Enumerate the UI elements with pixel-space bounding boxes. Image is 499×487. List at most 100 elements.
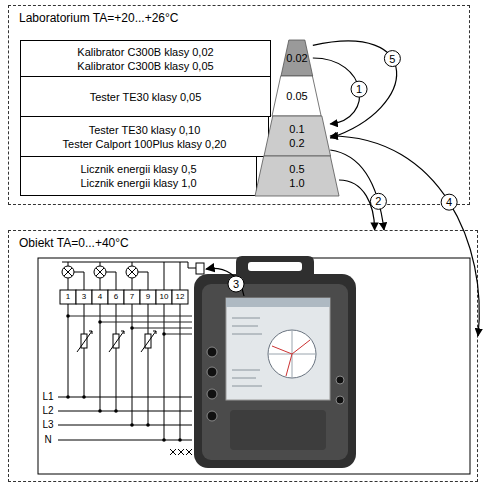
standard-row: Tester TE30 klasy 0,10Tester Calport 100… [20, 116, 269, 157]
tier-text-holder: 0.10.2 [264, 116, 331, 156]
junction-dot [66, 395, 70, 399]
phase-label: L1 [42, 392, 53, 402]
laboratory-zone: Laboratorium TA=+20...+26°C Kalibrator C3… [8, 5, 470, 205]
junction-dot [82, 395, 86, 399]
callout-number: 5 [389, 53, 395, 64]
flow-arrow [330, 136, 479, 336]
instrument-name: Licznik energii klasy 0,5 [80, 162, 196, 176]
coil-cross [96, 268, 104, 276]
terminal-number: 9 [146, 293, 150, 301]
terminal-number: 4 [98, 293, 102, 301]
terminal-box [108, 290, 124, 304]
phase-label: L3 [42, 420, 53, 430]
junction-dot [66, 314, 70, 318]
accuracy-tier: 0.02 [281, 40, 313, 76]
accuracy-class: 0.1 [289, 122, 304, 136]
callout-circle [370, 193, 386, 209]
pyramid-tier [272, 76, 321, 116]
flow-arrow [313, 41, 397, 138]
tier-text-holder: 0.05 [272, 76, 321, 116]
callout-circle [441, 194, 457, 210]
wire [100, 262, 101, 266]
junction-dot [98, 409, 102, 413]
accuracy-tier: 0.05 [272, 76, 321, 116]
pyramid-tier [281, 40, 313, 76]
junction-dot [162, 332, 166, 336]
terminal-number: 10 [160, 293, 169, 301]
terminal-box [124, 290, 140, 304]
input-socket [207, 411, 217, 421]
accuracy-class: 1.0 [289, 176, 304, 190]
wire [132, 262, 133, 266]
callout-number: 2 [375, 196, 381, 207]
phase-label: L2 [42, 406, 53, 416]
coil-cross [128, 268, 136, 276]
terminal-box [60, 290, 76, 304]
coil-cross [64, 268, 72, 276]
wire [68, 304, 180, 440]
screen-readings [232, 318, 262, 386]
coil-symbol [62, 266, 74, 278]
flow-arrow [339, 180, 375, 230]
accuracy-tier: 0.51.0 [255, 156, 339, 196]
junction-dot [178, 438, 182, 442]
standard-row: Kalibrator C300B klasy 0,02Kalibrator C3… [20, 40, 271, 77]
terminal-number: 7 [130, 293, 134, 301]
instrument-name: Tester TE30 klasy 0,10 [89, 123, 201, 137]
accuracy-class: 0.2 [289, 136, 304, 150]
accuracy-class: 0.02 [286, 51, 307, 65]
meter-schematic [58, 262, 204, 455]
wire [132, 272, 148, 290]
pyramid-tier [255, 156, 339, 196]
instrument-name: Kalibrator C300B klasy 0,02 [77, 45, 213, 59]
standard-row: Tester TE30 klasy 0,05 [20, 76, 271, 117]
terminal-box [156, 290, 172, 304]
junction-dot [130, 326, 134, 330]
terminal-number: 6 [114, 293, 118, 301]
tier-text-holder: 0.02 [281, 40, 313, 76]
test-arrow [206, 268, 244, 296]
instrument-name: Kalibrator C300B klasy 0,05 [77, 59, 213, 73]
flow-arrow [330, 150, 384, 230]
accuracy-class: 0.05 [286, 89, 307, 103]
zone-title: Laboratorium TA=+20...+26°C [19, 11, 178, 25]
screen-header [226, 298, 330, 307]
junction-dot [98, 320, 102, 324]
phase-line [58, 397, 192, 440]
test-lead [68, 316, 192, 334]
drawing-frame [38, 258, 470, 474]
meter-coil [196, 263, 204, 274]
zone-title: Obiekt TA=0...+40°C [19, 236, 129, 250]
coil-symbol [94, 266, 106, 278]
instrument-name: Tester TE30 klasy 0,05 [90, 90, 202, 104]
accuracy-class: 0.5 [289, 162, 304, 176]
clamp-arrow [77, 331, 156, 352]
junction-dot [162, 438, 166, 442]
callout-circle [384, 51, 400, 67]
tester-device [194, 256, 356, 468]
callout-number: 4 [446, 197, 452, 208]
terminal-box [172, 290, 188, 304]
input-socket [207, 367, 217, 377]
terminal-box [76, 290, 92, 304]
phase-label: N [44, 435, 51, 445]
clip-marks [170, 449, 192, 455]
terminal-box [92, 290, 108, 304]
tier-shape [255, 156, 339, 196]
terminal-number: 1 [66, 293, 70, 301]
coil-symbol [126, 266, 138, 278]
handle-hole [248, 262, 302, 271]
keypad-area [230, 410, 326, 450]
junction-dot [114, 409, 118, 413]
input-socket [207, 389, 217, 399]
terminal-number: 12 [176, 293, 185, 301]
standard-row: Licznik energii klasy 0,5Licznik energii… [20, 156, 257, 196]
callout-number: 1 [356, 84, 362, 95]
callout-circle [228, 276, 244, 292]
wire [164, 262, 180, 290]
callout-circle [351, 81, 367, 97]
instrument-name: Tester Calport 100Plus klasy 0,20 [63, 137, 227, 151]
wire [68, 262, 69, 266]
input-socket [207, 347, 217, 357]
